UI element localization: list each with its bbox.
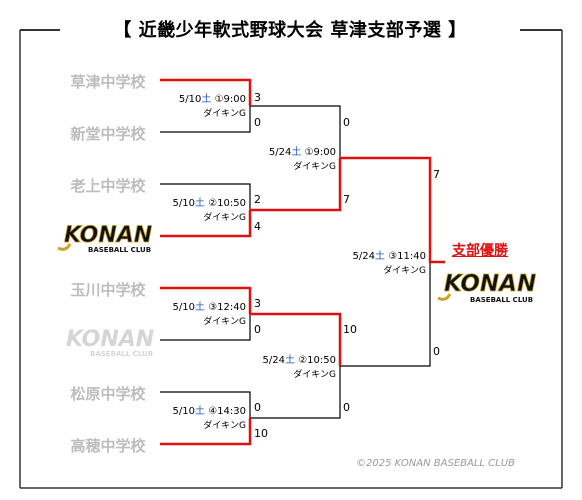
r1m4-score-bottom: 10	[254, 427, 268, 440]
winner-lines	[160, 78, 445, 446]
team-5: 玉川中学校	[70, 281, 146, 299]
r1m4-info: 5/10土 ④14:30 ダイキンG	[172, 406, 246, 431]
sf1-info: 5/24土 ①9:00 ダイキンG	[268, 147, 336, 172]
team-1: 草津中学校	[70, 73, 146, 91]
team-4-logo: KONAN BASEBALL CLUB	[56, 218, 160, 260]
sf2-info: 5/24土 ②10:50 ダイキンG	[262, 355, 336, 380]
team-2: 新堂中学校	[70, 125, 146, 143]
champion-logo: KONAN BASEBALL CLUB	[436, 266, 544, 310]
logo-sub: BASEBALL CLUB	[90, 350, 153, 358]
champion-logo-sub: BASEBALL CLUB	[470, 296, 533, 304]
sf2-score-top: 10	[343, 323, 357, 336]
r1m1-score-bottom: 0	[254, 116, 261, 129]
final-score-top: 7	[433, 168, 440, 181]
r1m3-score-top: 3	[254, 297, 261, 310]
team-6-logo: KONAN BASEBALL CLUB	[60, 322, 164, 364]
champion-label: 支部優勝	[452, 243, 508, 259]
r1m2-score-top: 2	[254, 193, 261, 206]
r1m3-score-bottom: 0	[254, 323, 261, 336]
copyright: ©2025 KONAN BASEBALL CLUB	[356, 458, 515, 469]
r1m2-score-bottom: 4	[254, 220, 261, 233]
r1m1-info: 5/10土 ①9:00 ダイキンG	[178, 94, 246, 119]
sf1-score-bottom: 7	[343, 193, 350, 206]
team-7: 松原中学校	[70, 385, 146, 403]
logo-text: KONAN	[64, 223, 152, 248]
logo-sub: BASEBALL CLUB	[88, 246, 151, 254]
champion-logo-text: KONAN	[444, 271, 536, 297]
sf2-score-bottom: 0	[343, 401, 350, 414]
final-info: 5/24土 ③11:40 ダイキンG	[352, 251, 426, 276]
sf1-score-top: 0	[343, 116, 350, 129]
r1m4-score-top: 0	[254, 401, 261, 414]
team-3: 老上中学校	[70, 177, 146, 195]
team-8: 高穂中学校	[70, 437, 146, 455]
logo-text: KONAN	[66, 327, 154, 352]
final-score-bottom: 0	[433, 345, 440, 358]
r1m3-info: 5/10土 ③12:40 ダイキンG	[172, 302, 246, 327]
r1m1-score-top: 3	[254, 91, 261, 104]
r1m2-info: 5/10土 ②10:50 ダイキンG	[172, 198, 246, 223]
page-title: 【 近畿少年軟式野球大会 草津支部予選 】	[80, 16, 500, 42]
